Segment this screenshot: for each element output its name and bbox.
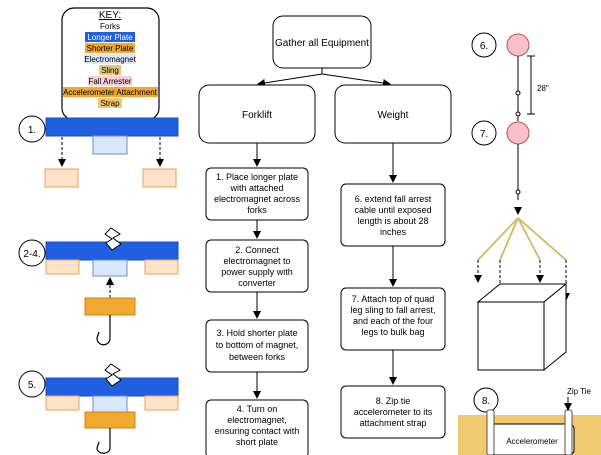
step-6-illustration: 6. 28" xyxy=(471,32,549,121)
flow-step-2-line-1: 2. Connect xyxy=(235,245,279,255)
step-2-4-label: 2-4. xyxy=(23,249,40,260)
hook-icon xyxy=(96,315,111,346)
key-swatch-shorter-plate xyxy=(85,43,135,53)
flow-step-6-line-3: length is about 28 xyxy=(357,216,428,226)
flow-step-6-line-1: 6. extend fall arrest xyxy=(355,194,432,204)
key-swatch-sling xyxy=(99,65,121,75)
key-swatch-fall-arrester xyxy=(88,76,132,86)
fall-arrester xyxy=(506,121,530,145)
flow-step-3-line-2: to bottom of magnet, xyxy=(216,340,299,350)
sling-leg xyxy=(517,217,567,261)
flow-step-1-line-4: forks xyxy=(247,205,267,215)
accelerometer-label: Accelerometer xyxy=(506,437,558,446)
zip-tie-left xyxy=(486,409,495,455)
key-item-fall-arrester: Fall Arrester xyxy=(88,77,131,86)
flow-step-3-line-3: between forks xyxy=(229,352,286,362)
flow-step-2-line-3: power supply with xyxy=(221,267,293,277)
flowchart: Gather all Equipment Forklift Weight 1. … xyxy=(198,15,452,455)
flow-step-7-line-2: leg sling to fall arrest, xyxy=(350,305,435,315)
flow-start-text: Gather all Equipment xyxy=(275,38,369,49)
step-7-label: 7. xyxy=(480,129,488,140)
flow-step-8-line-1: 8. Zip tie xyxy=(376,396,411,406)
step-8-illustration: 8. Zip Tie Accelerometer xyxy=(458,387,601,455)
measure-label: 28" xyxy=(537,84,549,93)
key-legend: KEY: Forks Longer Plate Shorter Plate El… xyxy=(61,7,160,121)
bulk-bag xyxy=(476,282,568,372)
zip-tie-right xyxy=(564,409,573,455)
key-item-electromagnet: Electromagnet xyxy=(84,55,136,64)
key-swatch-accelerometer-attachment xyxy=(63,87,158,97)
key-item-forks: Forks xyxy=(100,22,120,31)
flow-step-1-line-2: with attached xyxy=(229,183,283,193)
flow-weight-text: Weight xyxy=(378,110,409,121)
key-item-strap: Strap xyxy=(100,99,120,108)
flow-step-4-line-3: ensuring contact with xyxy=(215,426,300,436)
flow-step-7-line-4: legs to bulk bag xyxy=(361,327,424,337)
key-swatch-longer-plate xyxy=(85,32,135,42)
zip-tie-label: Zip Tie xyxy=(567,387,592,396)
step-5-illustration: 5. xyxy=(18,363,179,454)
hook-icon xyxy=(96,428,111,454)
step-5-label: 5. xyxy=(28,380,36,391)
key-item-shorter-plate: Shorter Plate xyxy=(87,44,134,53)
flow-step-6-line-4: inches xyxy=(380,227,407,237)
sling-leg xyxy=(477,217,519,261)
step-2-4-illustration: 2-4. xyxy=(18,227,179,346)
flow-step-6-line-2: cable until exposed xyxy=(354,205,431,215)
electromagnet xyxy=(92,135,128,155)
flow-step-7-line-1: 7. Attach top of quad xyxy=(352,294,435,304)
fork-right xyxy=(142,168,177,188)
key-item-longer-plate: Longer Plate xyxy=(87,33,133,42)
step-8-label: 8. xyxy=(482,396,490,407)
flow-step-4-line-2: electromagnet, xyxy=(227,415,287,425)
fork-left xyxy=(44,168,79,188)
key-item-sling: Sling xyxy=(101,66,119,75)
longer-plate xyxy=(45,117,179,137)
flow-forklift-text: Forklift xyxy=(242,110,272,121)
flow-step-3-line-1: 3. Hold shorter plate xyxy=(216,328,297,338)
flow-step-8-box xyxy=(340,385,446,439)
flow-step-4-line-1: 4. Turn on xyxy=(237,404,278,414)
flow-step-8-line-3: attachment strap xyxy=(359,418,426,428)
sling-leg xyxy=(499,217,519,261)
flow-step-1-line-1: 1. Place longer plate xyxy=(216,172,298,182)
flow-step-2-line-2: electromagnet to xyxy=(223,256,290,266)
key-swatch-forks xyxy=(89,21,131,31)
key-swatch-strap xyxy=(98,98,122,108)
flow-step-8-line-2: accelerometer to its xyxy=(354,407,433,417)
lightning-icon xyxy=(104,227,122,251)
flow-step-1-line-3: electromagnet across xyxy=(214,194,301,204)
key-swatch-electromagnet xyxy=(84,54,136,64)
sling-leg xyxy=(517,217,541,261)
step-1-illustration: 1. xyxy=(18,115,179,188)
step-7-illustration: 7. xyxy=(471,120,570,372)
key-title: KEY: xyxy=(99,10,121,21)
step-6-label: 6. xyxy=(480,41,488,52)
flow-step-2-line-4: converter xyxy=(238,278,276,288)
lightning-icon xyxy=(104,363,122,387)
step-1-label: 1. xyxy=(28,125,36,136)
key-item-accelerometer-attachment: Accelerometer Attachment xyxy=(63,88,158,97)
fall-arrester-top xyxy=(506,33,530,57)
flow-step-4-line-4: short plate xyxy=(236,437,278,447)
flow-step-7-line-3: and each of the four xyxy=(353,316,433,326)
flow-step-4-box xyxy=(205,399,309,455)
